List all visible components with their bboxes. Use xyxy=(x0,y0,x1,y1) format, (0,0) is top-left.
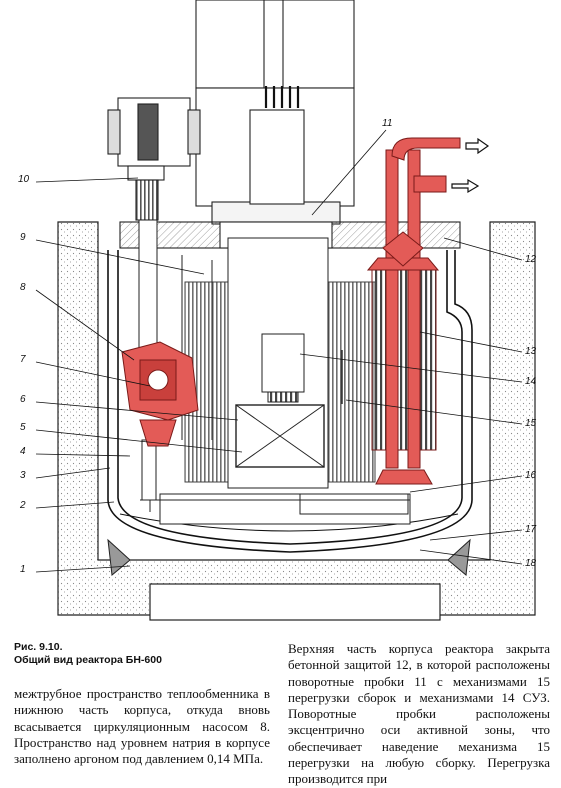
heat-exchanger xyxy=(366,137,461,485)
leader-lines xyxy=(35,129,523,573)
callout-9: 9 xyxy=(20,232,26,243)
callout-16: 16 xyxy=(525,470,537,481)
callout-7: 7 xyxy=(20,354,26,365)
callout-4: 4 xyxy=(20,446,26,457)
callout-5: 5 xyxy=(20,422,26,433)
concrete-shield xyxy=(57,221,536,621)
text-column-right: Верхняя часть корпуса реактора закрыта б… xyxy=(288,641,550,787)
callout-3: 3 xyxy=(20,470,26,481)
callout-2: 2 xyxy=(20,500,26,511)
callout-15: 15 xyxy=(525,418,537,429)
reactor-figure xyxy=(35,0,536,621)
vessel-support xyxy=(107,538,471,576)
flow-arrows xyxy=(451,137,490,194)
figure-title: Общий вид реактора БН-600 xyxy=(14,654,162,666)
callout-10: 10 xyxy=(18,174,30,185)
callout-13: 13 xyxy=(525,346,537,357)
callout-14: 14 xyxy=(525,376,537,387)
primary-pump xyxy=(121,341,199,447)
callout-18: 18 xyxy=(525,558,537,569)
callout-17: 17 xyxy=(525,524,537,535)
callout-8: 8 xyxy=(20,282,26,293)
callout-1: 1 xyxy=(20,564,26,575)
callout-11: 11 xyxy=(382,118,393,129)
callout-12: 12 xyxy=(525,254,537,265)
text-column-left: межтрубное пространство теплообменника в… xyxy=(14,686,270,767)
figure-number: Рис. 9.10. xyxy=(14,641,63,653)
pump-motor xyxy=(107,97,201,221)
callout-6: 6 xyxy=(20,394,26,405)
core-internals xyxy=(140,237,411,525)
